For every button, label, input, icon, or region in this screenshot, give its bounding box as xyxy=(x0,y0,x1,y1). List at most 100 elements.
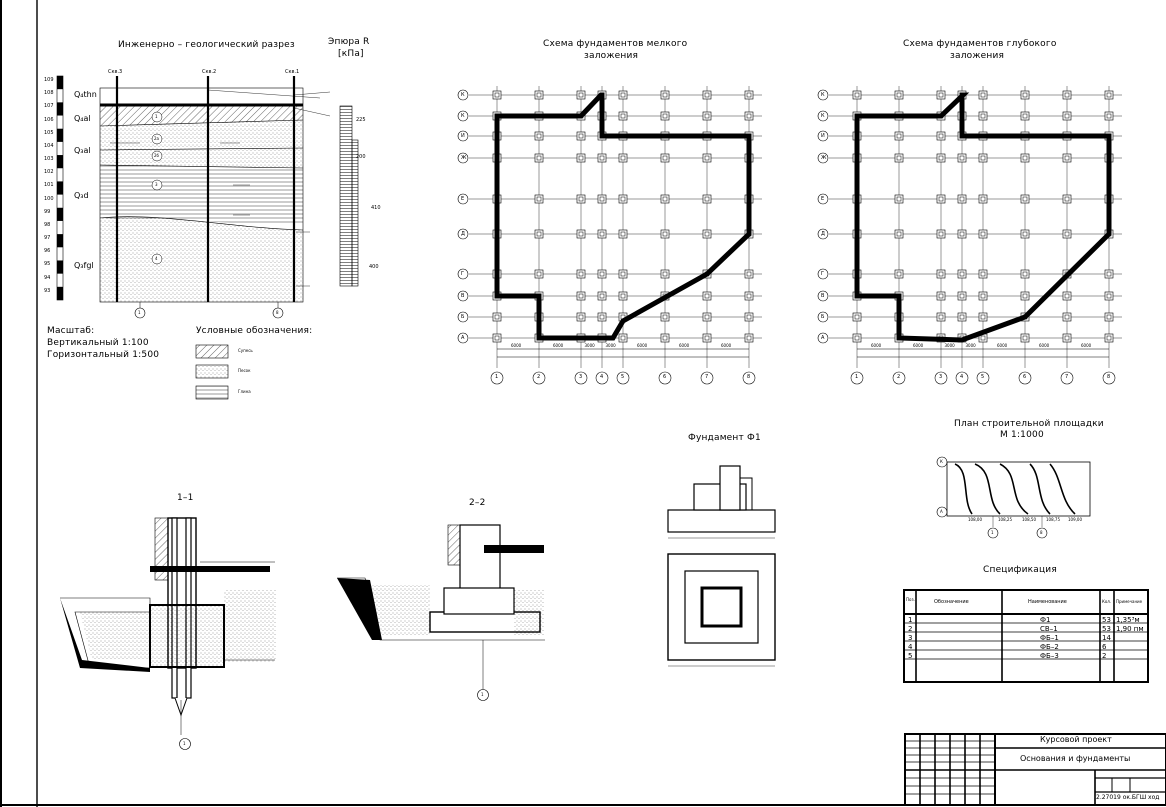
foundation-marker xyxy=(894,131,904,141)
spec-head-designation: Обозначение xyxy=(934,599,969,605)
foundation-marker-inner xyxy=(980,231,986,237)
foundation-marker xyxy=(492,312,502,322)
foundation-marker-inner xyxy=(746,113,752,119)
foundation-marker xyxy=(957,194,967,204)
building-outline xyxy=(854,92,1112,343)
foundation-marker-inner xyxy=(662,231,668,237)
section-2-2 xyxy=(337,524,545,701)
elevation-block xyxy=(57,286,63,300)
elevation-block xyxy=(57,128,63,142)
foundation-marker xyxy=(744,111,754,121)
foundation-marker-inner xyxy=(662,155,668,161)
site-plan-title: План строительной площадки xyxy=(954,419,1104,429)
foundation-marker xyxy=(702,312,712,322)
elevation-label: 102 xyxy=(44,169,54,176)
foundation-marker xyxy=(936,229,946,239)
row-axis-circle xyxy=(817,89,829,101)
foundation-marker xyxy=(1104,312,1114,322)
foundation-marker xyxy=(978,90,988,100)
foundation-marker-inner xyxy=(1106,113,1112,119)
elevation-label: 95 xyxy=(44,261,51,268)
foundation-marker xyxy=(597,312,607,322)
elevation-block xyxy=(57,181,63,195)
foundation-marker xyxy=(978,291,988,301)
elevation-label: 101 xyxy=(44,182,54,189)
dimension-value: 6000 xyxy=(913,343,924,348)
foundation-marker-inner xyxy=(980,314,986,320)
foundation-marker-inner xyxy=(620,231,626,237)
legend-clay: Глина xyxy=(238,389,251,394)
scale-label: Масштаб: xyxy=(47,326,95,336)
foundation-marker xyxy=(618,269,628,279)
foundation-marker-inner xyxy=(896,92,902,98)
col-axis-circle xyxy=(742,371,756,385)
foundation-marker xyxy=(936,312,946,322)
foundation-marker xyxy=(1020,333,1030,343)
row-axis-label: Б xyxy=(821,313,825,320)
row-axis-circle xyxy=(817,110,829,122)
foundation-marker xyxy=(576,291,586,301)
foundation-marker xyxy=(576,312,586,322)
foundation-marker xyxy=(1062,111,1072,121)
foundation-marker xyxy=(1062,312,1072,322)
foundation-marker xyxy=(1104,111,1114,121)
section-1-1-axis: 1 xyxy=(183,741,186,746)
site-axis-a: А xyxy=(940,509,943,514)
row-axis-circle xyxy=(817,130,829,142)
row-axis-circle xyxy=(817,332,829,344)
foundation-marker xyxy=(744,90,754,100)
contour-5: 109,00 xyxy=(1068,517,1082,522)
foundation-marker-inner xyxy=(1106,335,1112,341)
foundation-marker xyxy=(957,153,967,163)
elevation-block xyxy=(57,234,63,248)
foundation-marker-inner xyxy=(578,133,584,139)
foundation-marker xyxy=(534,131,544,141)
foundation-marker-inner xyxy=(620,113,626,119)
contour-1: 108,00 xyxy=(968,517,982,522)
foundation-marker xyxy=(957,312,967,322)
foundation-marker xyxy=(702,194,712,204)
foundation-marker xyxy=(1020,153,1030,163)
foundation-marker-inner xyxy=(599,293,605,299)
row-axis-circle xyxy=(457,152,469,164)
section-1-1 xyxy=(60,517,276,750)
foundation-marker-inner xyxy=(578,155,584,161)
building-outline xyxy=(494,92,752,341)
elevation-label: 107 xyxy=(44,103,54,110)
dimension-value: 6000 xyxy=(1081,343,1092,348)
plan-shallow-title-1: Схема фундаментов мелкого xyxy=(543,39,688,49)
site-axis-k: К xyxy=(940,459,943,464)
col-axis-circle xyxy=(574,371,588,385)
foundation-marker-inner xyxy=(980,271,986,277)
title-project: Курсовой проект xyxy=(1040,735,1112,744)
foundation-marker-inner xyxy=(662,335,668,341)
foundation-marker xyxy=(702,291,712,301)
foundation-marker xyxy=(1104,269,1114,279)
foundation-marker xyxy=(534,229,544,239)
layer-q3d: Q₃d xyxy=(74,191,89,200)
foundation-marker-inner xyxy=(959,314,965,320)
foundation-marker-inner xyxy=(704,113,710,119)
foundation-marker-inner xyxy=(1022,335,1028,341)
foundation-marker-inner xyxy=(938,92,944,98)
foundation-marker xyxy=(852,90,862,100)
foundation-marker-inner xyxy=(746,314,752,320)
foundation-marker-inner xyxy=(896,133,902,139)
geo-section xyxy=(56,75,331,319)
section-1-1-title: 1–1 xyxy=(177,493,194,503)
foundation-marker-inner xyxy=(494,314,500,320)
foundation-marker-inner xyxy=(959,293,965,299)
row-axis-label: Б xyxy=(461,313,465,320)
foundation-marker xyxy=(702,333,712,343)
foundation-marker-inner xyxy=(980,293,986,299)
spec-qty: 53 xyxy=(1102,625,1111,633)
row-axis-label: А xyxy=(821,334,825,341)
col-axis-label: 7 xyxy=(1065,374,1069,380)
title-subject: Основания и фундаменты xyxy=(1020,754,1131,763)
plan-deep-title-1: Схема фундаментов глубокого xyxy=(903,39,1057,49)
layer-q3fgl: Q₃fgl xyxy=(74,261,94,270)
row-axis-label: К xyxy=(821,91,825,98)
col-axis-label: 5 xyxy=(621,374,625,380)
foundation-marker-inner xyxy=(620,271,626,277)
foundation-marker-inner xyxy=(959,271,965,277)
